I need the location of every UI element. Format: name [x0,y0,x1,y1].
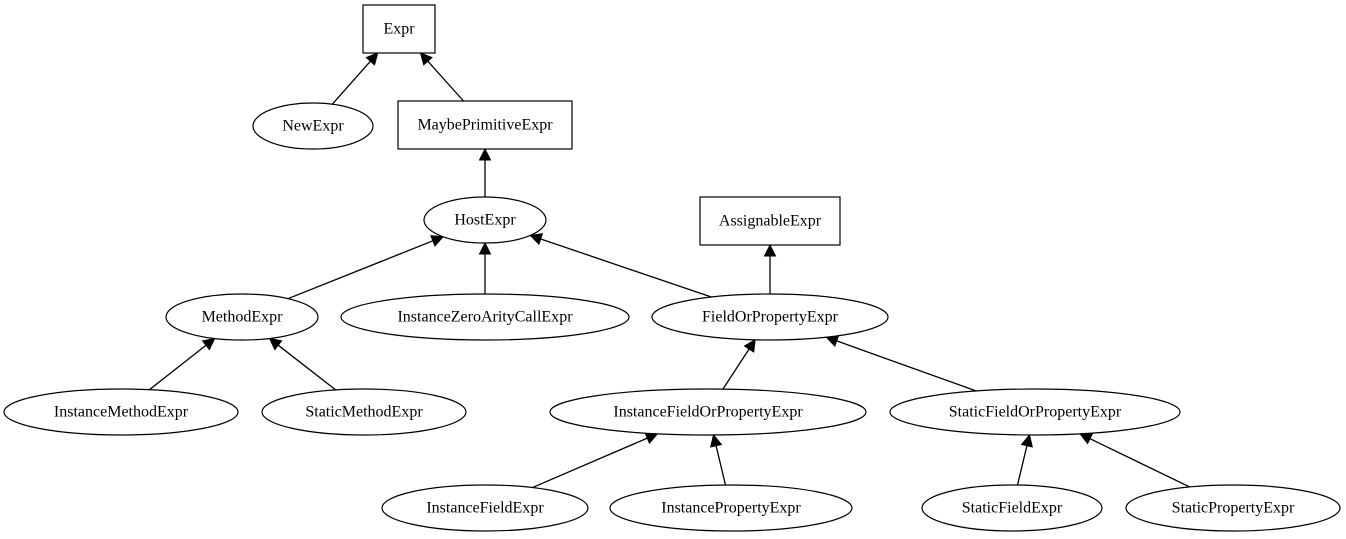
edge-newexpr-to-expr [331,52,379,105]
edge-line [715,445,727,486]
edge-line [277,344,337,391]
node-ellipse [3,388,239,436]
edge-fieldorprop-to-assignable [763,243,777,294]
edge-line [149,344,207,391]
edge-staticfield-to-staticfieldorprop [1016,433,1033,486]
node-hostexpr: HostExpr [423,196,547,244]
node-label: InstanceFieldExpr [426,500,544,517]
node-ellipse [549,388,867,436]
node-label: StaticFieldOrPropertyExpr [949,404,1122,421]
node-box [397,100,573,150]
node-fieldorprop: FieldOrPropertyExpr [651,293,889,341]
edge-line [331,60,371,105]
node-instanceproperty: InstancePropertyExpr [609,484,853,532]
node-instancezero: InstanceZeroArityCallExpr [340,293,630,341]
node-label: HostExpr [454,212,516,229]
node-methodexpr: MethodExpr [165,293,319,341]
arrowhead-icon [268,337,283,351]
edge-line [1089,438,1190,488]
node-ellipse [1125,484,1341,532]
node-label: InstancePropertyExpr [661,500,801,517]
arrowhead-icon [419,52,433,66]
edge-staticmethod-to-methodexpr [268,337,337,391]
node-label: FieldOrPropertyExpr [702,309,839,326]
node-staticproperty: StaticPropertyExpr [1125,484,1341,532]
edge-line [836,340,977,392]
edge-instancefieldorprop-to-fieldorprop [722,338,756,390]
node-ellipse [609,484,853,532]
edge-instancefield-to-instancefieldorprop [532,432,659,489]
node-label: MethodExpr [202,309,284,326]
node-ellipse [165,293,319,341]
edge-line [1016,445,1028,486]
node-ellipse [423,196,547,244]
node-label: Expr [383,21,415,38]
node-label: AssignableExpr [719,213,822,230]
node-ellipse [889,388,1181,436]
edge-staticfieldorprop-to-fieldorprop [825,335,977,392]
node-ellipse [381,484,589,532]
node-ellipse [921,484,1103,532]
node-label: StaticFieldExpr [962,500,1063,517]
node-label: InstanceZeroArityCallExpr [397,309,573,326]
node-ellipse [252,102,374,150]
edge-line [722,348,750,390]
node-label: MaybePrimitiveExpr [417,117,553,134]
node-label: StaticPropertyExpr [1172,500,1295,517]
edge-line [427,60,464,102]
arrowhead-icon [365,52,379,66]
arrowhead-icon [1020,433,1033,448]
node-staticfieldorprop: StaticFieldOrPropertyExpr [889,388,1181,436]
node-newexpr: NewExpr [252,102,374,150]
arrowhead-icon [743,338,756,353]
arrowhead-icon [529,233,544,246]
node-staticmethod: StaticMethodExpr [261,388,467,436]
arrowhead-icon [478,147,492,161]
edge-staticproperty-to-staticfieldorprop [1079,433,1190,488]
node-instancefieldorprop: InstanceFieldOrPropertyExpr [549,388,867,436]
edge-maybeprimitive-to-expr [419,52,464,102]
node-expr: Expr [362,4,436,54]
node-staticfield: StaticFieldExpr [921,484,1103,532]
edge-instancezero-to-hostexpr [478,241,492,294]
node-assignable: AssignableExpr [699,196,841,246]
edge-instancemethod-to-methodexpr [149,337,216,391]
edge-line [287,240,434,300]
arrowhead-icon [710,433,723,448]
arrowhead-icon [644,432,659,445]
node-box [362,4,436,54]
node-label: StaticMethodExpr [305,404,423,421]
node-ellipse [340,293,630,341]
edge-methodexpr-to-hostexpr [287,235,445,300]
arrowhead-icon [430,235,445,247]
node-label: InstanceMethodExpr [54,404,189,421]
node-label: NewExpr [282,118,344,135]
node-instancefield: InstanceFieldExpr [381,484,589,532]
edges-layer [149,52,1190,489]
edge-line [540,238,712,298]
arrowhead-icon [201,337,216,351]
arrowhead-icon [763,243,777,257]
node-instancemethod: InstanceMethodExpr [3,388,239,436]
node-maybeprimitive: MaybePrimitiveExpr [397,100,573,150]
arrowhead-icon [1079,433,1094,445]
node-label: InstanceFieldOrPropertyExpr [613,404,803,421]
edge-line [532,437,648,489]
arrowhead-icon [478,241,492,255]
edge-instanceproperty-to-instancefieldorprop [710,433,727,486]
edge-hostexpr-to-maybeprimitive [478,147,492,197]
node-ellipse [261,388,467,436]
node-ellipse [651,293,889,341]
edge-fieldorprop-to-hostexpr [529,233,712,298]
node-box [699,196,841,246]
